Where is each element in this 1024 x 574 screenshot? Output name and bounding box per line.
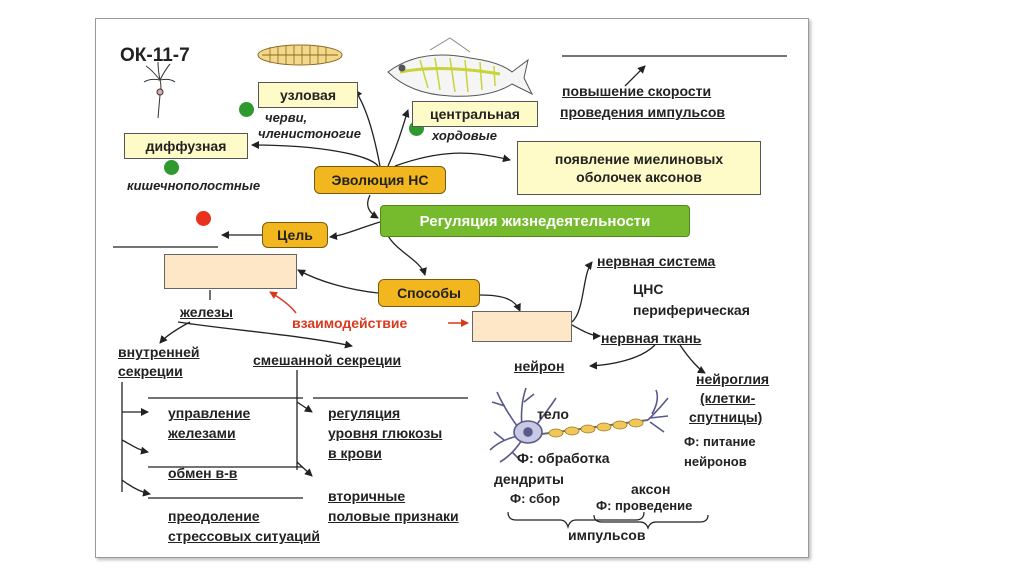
evolution-ns-box: Эволюция НС <box>314 166 446 194</box>
green-dot-nodal <box>239 102 254 117</box>
mixed-function-glucose-3: в крови <box>328 445 382 461</box>
worm-illustration <box>257 44 343 66</box>
fish-illustration <box>387 37 534 97</box>
speed-line-1: повышение скорости <box>562 83 712 99</box>
axon-function: Ф: проведение <box>596 498 693 513</box>
dendrites-function: Ф: сбор <box>510 491 561 506</box>
mixed-function-sexual-1: вторичные <box>328 488 406 504</box>
diffuse-example: кишечнополостные <box>127 178 261 193</box>
peripheral-label: периферическая <box>633 302 750 318</box>
function-stress-2: стрессовых ситуаций <box>168 528 320 544</box>
glia-label-3: спутницы) <box>689 409 763 425</box>
hydra-illustration <box>143 61 176 119</box>
internal-secretion-1: внутренней <box>118 344 200 360</box>
glands-label: железы <box>180 304 233 320</box>
cns-label: ЦНС <box>633 281 664 297</box>
page-title: ОК-11-7 <box>120 45 190 66</box>
function-stress-1: преодоление <box>168 508 260 524</box>
function-metabolism: обмен в-в <box>168 465 238 481</box>
red-dot <box>196 211 211 226</box>
cell-body-label: тело <box>537 406 569 422</box>
cell-body-function: Ф: обработка <box>517 450 610 466</box>
function-glands-control-1: управление <box>168 405 251 421</box>
central-box: центральная <box>412 101 538 127</box>
nodal-box: узловая <box>258 82 358 108</box>
impulses-label: импульсов <box>568 527 646 543</box>
glia-function-1: Ф: питание <box>684 434 756 449</box>
mixed-function-sexual-2: половые признаки <box>328 508 459 524</box>
function-glands-control-2: железами <box>168 425 236 441</box>
mixed-secretion: смешанной секреции <box>253 352 402 368</box>
mixed-function-glucose-1: регуляция <box>328 405 401 421</box>
regulation-box: Регуляция жизнедеятельности <box>380 205 690 237</box>
speed-line-2: проведения импульсов <box>560 104 726 120</box>
glia-label-1: нейроглия <box>696 371 770 387</box>
nodal-example-1: черви, <box>265 110 308 125</box>
mixed-function-glucose-2: уровня глюкозы <box>328 425 443 441</box>
myelin-line-2: оболочек аксонов <box>576 169 702 185</box>
internal-secretion-2: секреции <box>118 363 183 379</box>
diffuse-box: диффузная <box>124 133 248 159</box>
glia-label-2: (клетки- <box>700 390 756 406</box>
nodal-example-2: членистоногие <box>258 126 361 141</box>
glia-function-2: нейронов <box>684 454 747 469</box>
nervous-system-label: нервная система <box>597 253 716 269</box>
interaction-label: взаимодействие <box>292 315 408 331</box>
empty-answer-box-right <box>472 311 572 342</box>
goal-box: Цель <box>262 222 328 248</box>
empty-answer-box-left <box>164 254 297 289</box>
neuron-label: нейрон <box>514 358 565 374</box>
green-dot-diffuse <box>164 160 179 175</box>
myelin-box: появление миелиновых оболочек аксонов <box>517 141 761 195</box>
dendrites-label: дендриты <box>494 471 564 487</box>
axon-label: аксон <box>631 481 671 497</box>
nervous-tissue-label: нервная ткань <box>601 330 702 346</box>
neuron-illustration <box>489 387 669 463</box>
methods-box: Способы <box>378 279 480 307</box>
central-example: хордовые <box>432 128 497 143</box>
myelin-line-1: появление миелиновых <box>554 151 724 167</box>
